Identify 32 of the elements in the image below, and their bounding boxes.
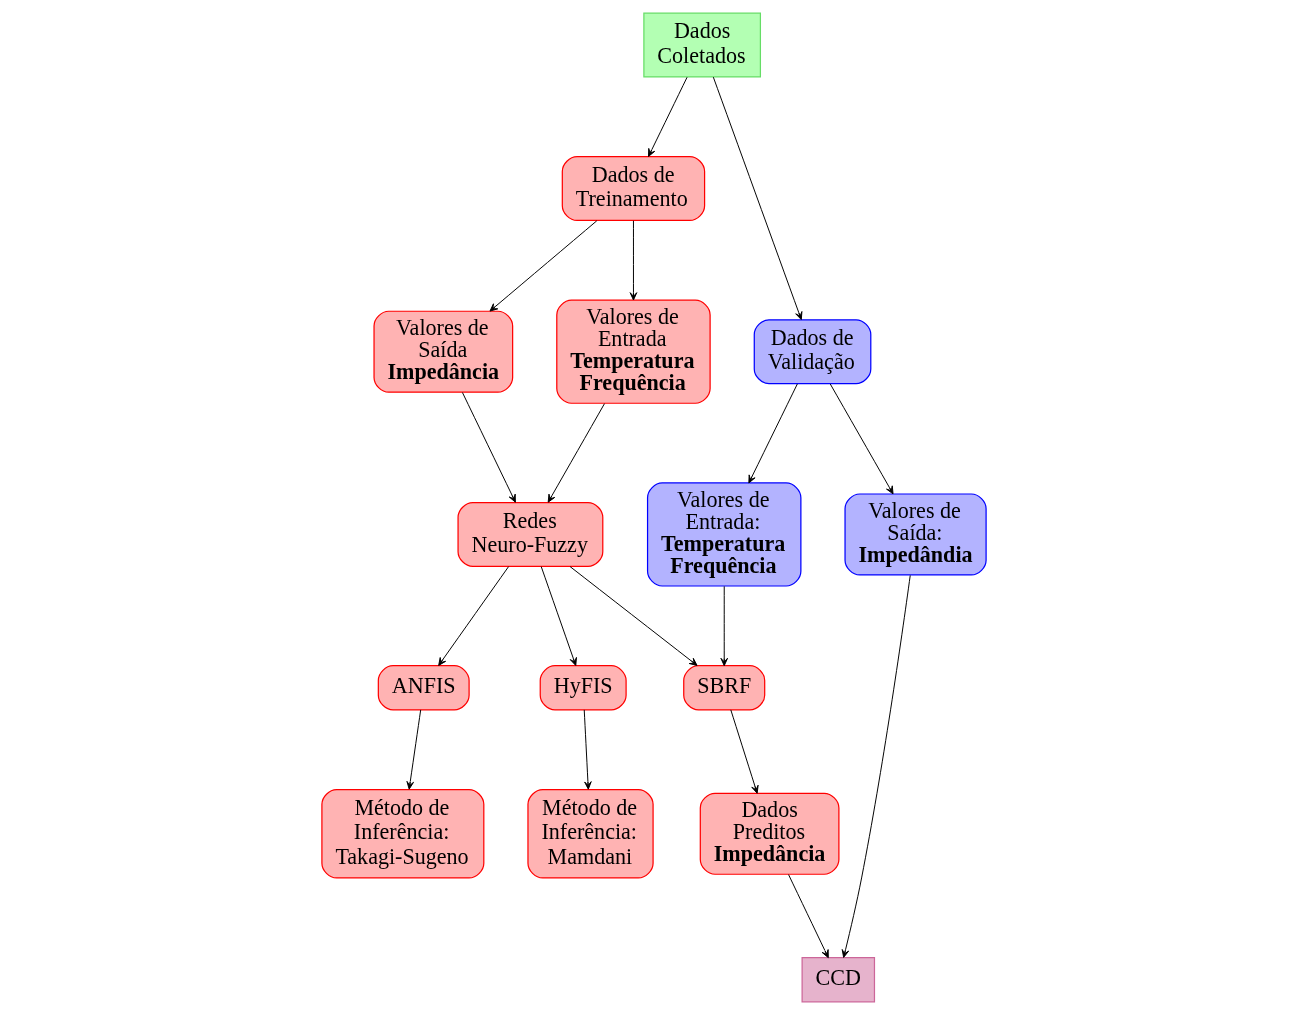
arrow xyxy=(719,585,728,667)
node-box: ANFIS xyxy=(377,665,470,711)
arrow xyxy=(437,566,509,666)
arrow xyxy=(787,874,829,959)
node-box: CCD xyxy=(801,957,875,1003)
node-box: Redes Neuro-Fuzzy xyxy=(456,501,603,567)
node-box: SBRF xyxy=(682,665,765,711)
node-box: Dados Preditos Impedância xyxy=(699,792,840,875)
node-box: Valores de Saída Impedância xyxy=(372,310,513,393)
arrow xyxy=(629,220,637,301)
arrow xyxy=(747,383,798,484)
node-box: Dados Coletados xyxy=(642,12,761,78)
arrow xyxy=(461,392,516,503)
arrow xyxy=(569,566,698,666)
arrow xyxy=(829,383,894,495)
node-box: Valores de Entrada Temperatura Frequência xyxy=(555,299,711,404)
arrow xyxy=(540,566,577,666)
arrow xyxy=(712,76,802,321)
arrow xyxy=(489,220,597,312)
node-box: Método de Inferência: Takagi-Sugeno xyxy=(320,789,484,879)
node-box: HyFIS xyxy=(539,665,627,711)
arrow xyxy=(583,709,592,790)
arrow xyxy=(405,709,421,790)
node-box: Valores de Saída: Impedândia xyxy=(843,493,987,576)
node-box: Dados de Validação xyxy=(753,319,871,385)
arrow xyxy=(647,76,688,157)
arrow xyxy=(841,574,911,958)
node-box: Valores de Entrada: Temperatura Frequência xyxy=(646,482,801,587)
node-box: Dados de Treinamento xyxy=(561,156,705,222)
node-box: Método de Inferência: Mamdani xyxy=(526,789,654,879)
arrow xyxy=(729,709,759,794)
arrow xyxy=(547,403,605,503)
